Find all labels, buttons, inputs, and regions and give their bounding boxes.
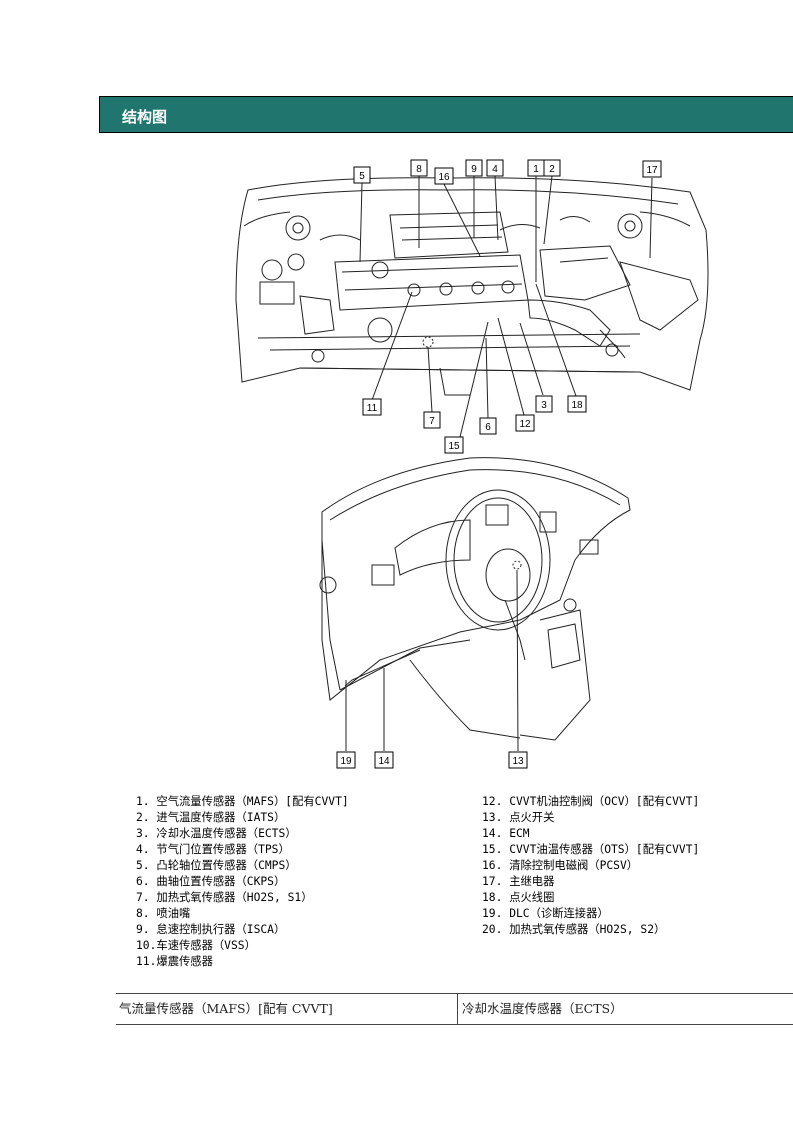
- engine-bay-drawing: [235, 177, 709, 396]
- legend-item: 8. 喷油嘴: [136, 907, 191, 920]
- callout-3: 3: [535, 395, 553, 413]
- legend-item: 3. 冷却水温度传感器（ECTS）: [136, 827, 297, 840]
- svg-text:13: 13: [512, 756, 524, 767]
- legend-item: 15. CVVT油温传感器（OTS）[配有CVVT]: [482, 843, 700, 856]
- svg-text:15: 15: [448, 441, 460, 452]
- callout-7: 7: [423, 411, 441, 429]
- sensor-table: 气流量传感器（MAFS）[配有 CVVT] 冷却水温度传感器（ECTS）: [116, 993, 793, 1025]
- legend-item: 6. 曲轴位置传感器（CKPS）: [136, 875, 286, 888]
- legend-item: 16. 清除控制电磁阀（PCSV）: [482, 859, 639, 872]
- callout-18: 18: [567, 395, 587, 413]
- legend-item: 10.车速传感器（VSS）: [136, 939, 256, 952]
- legend-item: 2. 进气温度传感器（IATS）: [136, 811, 286, 824]
- section-title: 结构图: [122, 108, 168, 126]
- svg-text:2: 2: [549, 164, 555, 175]
- legend-item: 12. CVVT机油控制阀（OCV）[配有CVVT]: [482, 795, 700, 808]
- legend-item: 20. 加热式氧传感器（HO2S, S2）: [482, 923, 666, 936]
- svg-text:18: 18: [571, 400, 583, 411]
- callout-19: 19: [336, 751, 356, 769]
- svg-text:14: 14: [378, 756, 390, 767]
- legend-left: 1. 空气流量传感器（MAFS）[配有CVVT] 2. 进气温度传感器（IATS…: [136, 794, 349, 970]
- callout-14: 14: [374, 751, 394, 769]
- svg-text:19: 19: [340, 756, 352, 767]
- table-cell-ects: 冷却水温度传感器（ECTS）: [457, 994, 623, 1024]
- svg-text:3: 3: [541, 400, 547, 411]
- legend-item: 4. 节气门位置传感器（TPS）: [136, 843, 290, 856]
- callout-12: 12: [515, 414, 535, 432]
- legend-item: 13. 点火开关: [482, 811, 555, 824]
- callout-5: 5: [353, 166, 371, 184]
- section-header: 结构图: [99, 96, 793, 133]
- svg-text:8: 8: [416, 164, 422, 175]
- legend-right: 12. CVVT机油控制阀（OCV）[配有CVVT] 13. 点火开关 14. …: [482, 794, 699, 938]
- callout-11: 11: [362, 398, 382, 416]
- callout-1: 1: [527, 159, 545, 177]
- svg-text:4: 4: [492, 164, 498, 175]
- legend-item: 9. 怠速控制执行器（ISCA）: [136, 923, 286, 936]
- svg-text:17: 17: [646, 165, 658, 176]
- legend-item: 1. 空气流量传感器（MAFS）[配有CVVT]: [136, 795, 349, 808]
- svg-text:1: 1: [533, 164, 539, 175]
- legend-item: 7. 加热式氧传感器（HO2S, S1）: [136, 891, 313, 904]
- dashboard-drawing: [319, 457, 631, 741]
- dash-leader-lines: [345, 569, 519, 752]
- legend-item: 5. 凸轮轴位置传感器（CMPS）: [136, 859, 297, 872]
- legend-item: 18. 点火线圈: [482, 891, 555, 904]
- callout-8: 8: [410, 159, 428, 177]
- legend-item: 11.爆震传感器: [136, 955, 213, 968]
- dash-callouts: 19 14 13: [336, 751, 528, 769]
- callout-15: 15: [444, 436, 464, 454]
- svg-text:7: 7: [429, 416, 435, 427]
- callout-2: 2: [543, 159, 561, 177]
- svg-text:6: 6: [485, 422, 491, 433]
- engine-leader-lines: [359, 175, 653, 438]
- table-cell-mafs: 气流量传感器（MAFS）[配有 CVVT]: [119, 1001, 333, 1016]
- legend-item: 14. ECM: [482, 827, 530, 840]
- callout-6: 6: [479, 417, 497, 435]
- svg-text:12: 12: [519, 419, 531, 430]
- callout-4: 4: [486, 159, 504, 177]
- callout-9: 9: [465, 159, 483, 177]
- legend-item: 17. 主继电器: [482, 875, 555, 888]
- svg-text:16: 16: [438, 172, 450, 183]
- svg-text:11: 11: [367, 403, 378, 414]
- svg-text:5: 5: [359, 171, 365, 182]
- legend-item: 19. DLC（诊断连接器）: [482, 907, 609, 920]
- callout-16: 16: [434, 167, 454, 185]
- callout-13: 13: [508, 751, 528, 769]
- svg-text:9: 9: [471, 164, 477, 175]
- callout-17: 17: [642, 160, 662, 178]
- engine-callouts: 5 8 16 9 4 1 2 17 11 7 15 6 12 3 18: [353, 159, 662, 454]
